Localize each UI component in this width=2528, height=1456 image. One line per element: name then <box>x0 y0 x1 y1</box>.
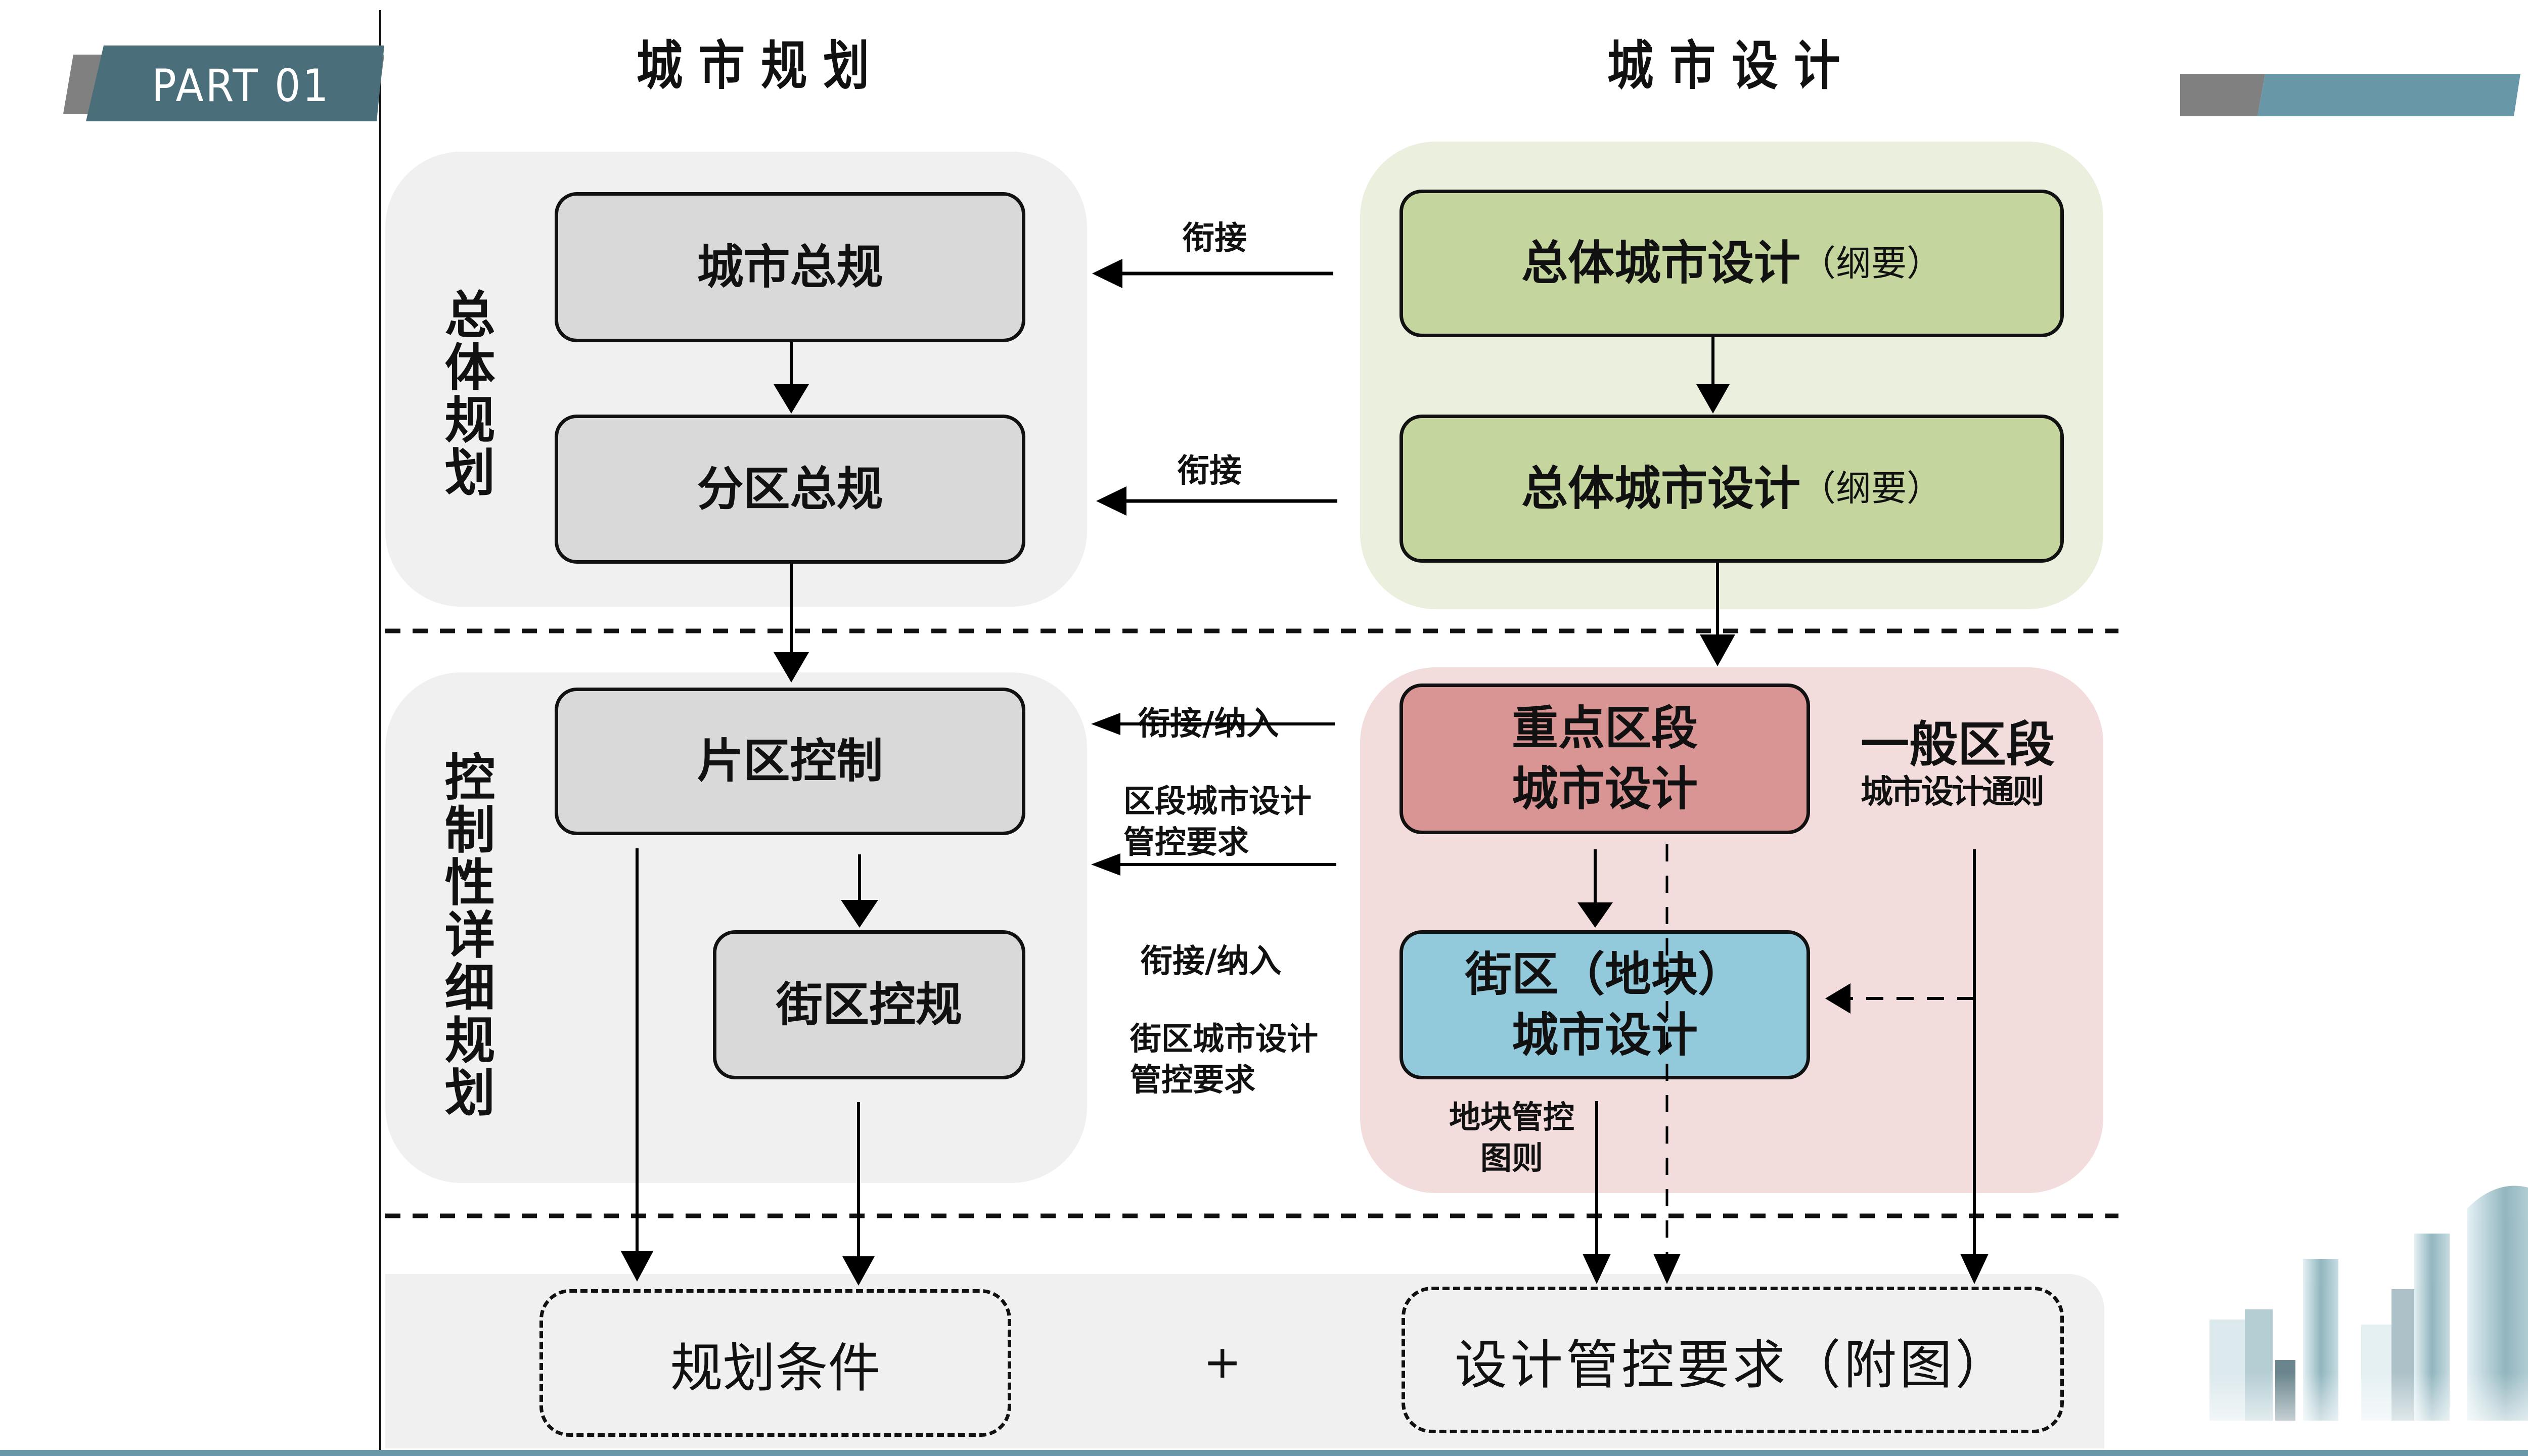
box-overall-urban-design-2[interactable]: 总体城市设计（纲要） <box>1400 415 2064 563</box>
top-right-bar-gray <box>2180 74 2265 116</box>
output-planning-conditions[interactable]: 规划条件 <box>539 1289 1011 1437</box>
link-note-4: 街区城市设计 管控要求 <box>1130 1020 1319 1098</box>
box-block-control-label: 街区控规 <box>776 977 962 1032</box>
tier-label-detailed-planning: 控制性详细规划 <box>436 751 495 1119</box>
output-design-requirements[interactable]: 设计管控要求（附图） <box>1402 1287 2064 1433</box>
link-label-4: 衔接/纳入 <box>1140 943 1282 980</box>
general-section-subtitle: 城市设计通则 <box>1861 774 2045 811</box>
general-section-title: 一般区段 <box>1861 716 2055 773</box>
tier-label-overall-planning: 总体规划 <box>436 288 495 498</box>
box-city-master-plan[interactable]: 城市总规 <box>555 192 1025 342</box>
box-block-control[interactable]: 街区控规 <box>713 930 1025 1079</box>
city-skyline-illustration <box>2174 1138 2528 1451</box>
link-label-1: 衔接 <box>1182 220 1247 257</box>
box-district-master-plan[interactable]: 分区总规 <box>555 415 1025 564</box>
box-overall-urban-design-2-label: 总体城市设计 <box>1521 461 1800 516</box>
box-overall-urban-design-2-suffix: （纲要） <box>1800 468 1942 509</box>
box-block-plot-design-line2: 城市设计 <box>1511 1008 1698 1062</box>
box-block-plot-design[interactable]: 街区（地块） 城市设计 <box>1400 930 1810 1079</box>
box-overall-urban-design-1-label: 总体城市设计 <box>1521 236 1800 291</box>
plot-control-label: 地块管控 图则 <box>1449 1099 1574 1176</box>
link-note-3: 区段城市设计 管控要求 <box>1123 783 1312 860</box>
box-overall-urban-design-1-suffix: （纲要） <box>1800 242 1942 284</box>
box-key-section-design-line2: 城市设计 <box>1511 762 1698 816</box>
box-key-section-design-line1: 重点区段 <box>1511 701 1698 756</box>
box-key-section-design[interactable]: 重点区段 城市设计 <box>1400 684 1810 834</box>
box-city-master-plan-label: 城市总规 <box>697 240 883 294</box>
box-district-master-plan-label: 分区总规 <box>697 462 883 516</box>
link-arrowhead-4 <box>1091 853 1120 876</box>
output-planning-conditions-label: 规划条件 <box>670 1337 881 1399</box>
box-area-control-label: 片区控制 <box>697 734 883 789</box>
link-arrowhead-3 <box>1091 713 1120 735</box>
box-overall-urban-design-1[interactable]: 总体城市设计（纲要） <box>1400 190 2064 337</box>
left-column-title: 城市规划 <box>636 35 886 97</box>
link-arrowhead-1 <box>1092 259 1122 288</box>
link-arrowhead-2 <box>1096 486 1126 516</box>
right-column-title: 城市设计 <box>1607 35 1857 97</box>
top-right-bar-teal <box>2258 74 2520 116</box>
box-area-control[interactable]: 片区控制 <box>555 688 1025 835</box>
bottom-accent-strip <box>0 1450 2528 1456</box>
output-design-requirements-label: 设计管控要求（附图） <box>1454 1334 2011 1396</box>
box-block-plot-design-line1: 街区（地块） <box>1465 947 1744 1002</box>
part-label: PART 01 <box>152 60 331 112</box>
arrowhead-design2-to-key <box>1700 634 1735 666</box>
link-label-3: 衔接/纳入 <box>1138 705 1279 743</box>
link-label-2: 衔接 <box>1177 452 1242 490</box>
outputs-band <box>385 1274 2104 1448</box>
plus-sign: + <box>1203 1336 1242 1389</box>
vertical-divider <box>379 10 381 1451</box>
